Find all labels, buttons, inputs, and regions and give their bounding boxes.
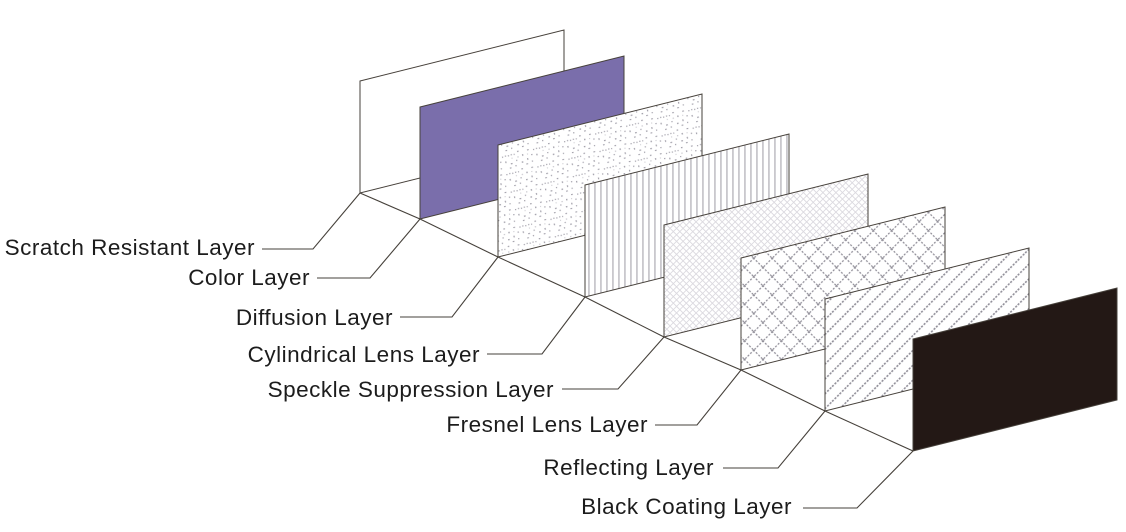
- label-speckle-suppression-layer: Speckle Suppression Layer: [268, 377, 554, 402]
- leader-color-layer: [317, 218, 421, 279]
- baseline-polyline: [359, 192, 914, 452]
- leader-cylindrical-lens-layer: [487, 296, 586, 355]
- label-cylindrical-lens-layer: Cylindrical Lens Layer: [248, 342, 480, 367]
- label-reflecting-layer: Reflecting Layer: [543, 455, 714, 480]
- label-black-coating-layer: Black Coating Layer: [581, 494, 792, 519]
- leader-black-coating-layer: [803, 450, 914, 509]
- leader-speckle-suppression-layer: [562, 336, 665, 390]
- label-diffusion-layer: Diffusion Layer: [236, 305, 393, 330]
- leader-reflecting-layer: [723, 410, 826, 469]
- leader-scratch-resistant-layer: [262, 192, 361, 250]
- leader-fresnel-lens-layer: [655, 369, 742, 426]
- leader-diffusion-layer: [400, 256, 499, 318]
- panel-black-coating-layer: [912, 287, 1118, 452]
- label-scratch-resistant-layer: Scratch Resistant Layer: [5, 235, 255, 260]
- label-color-layer: Color Layer: [188, 265, 310, 290]
- label-fresnel-lens-layer: Fresnel Lens Layer: [446, 412, 648, 437]
